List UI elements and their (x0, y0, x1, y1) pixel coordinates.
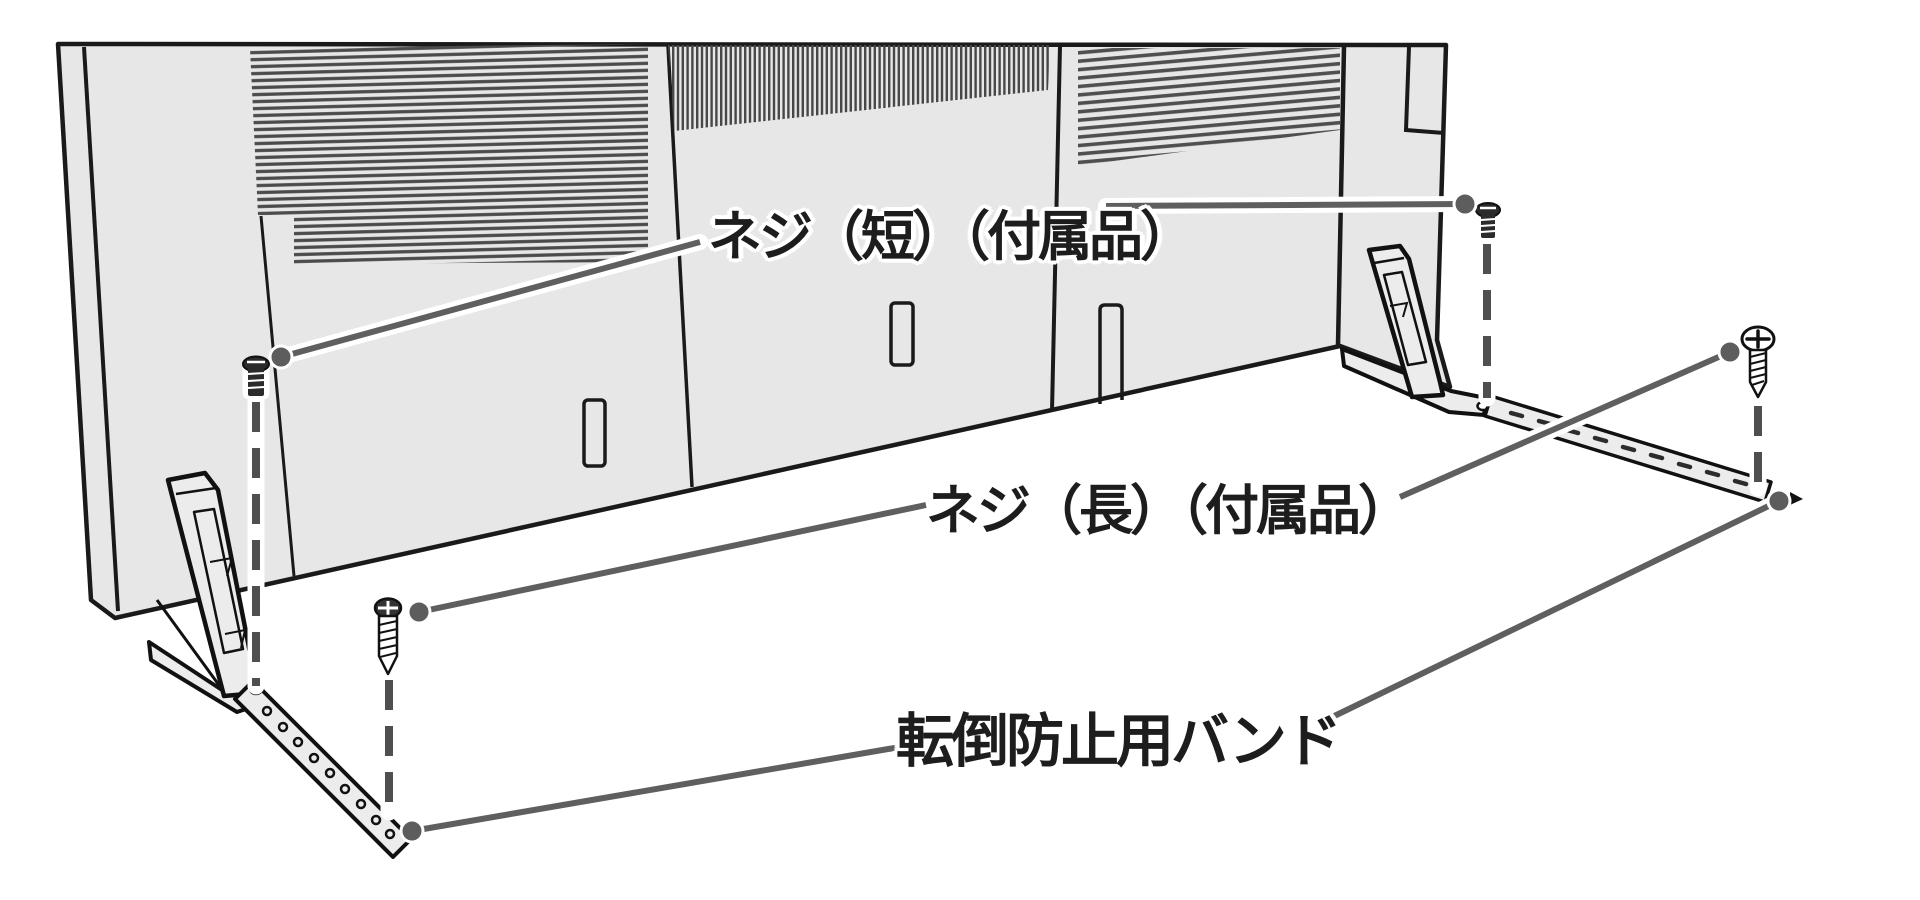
screw-long-left-icon (373, 597, 403, 676)
vent-grille-left (250, 44, 648, 264)
band-right-holes (1508, 410, 1749, 487)
leader-dot (1766, 488, 1792, 514)
leader-dot (1452, 191, 1478, 217)
anti-tip-bracket-right (1340, 243, 1490, 417)
leader-screw-short-to-left (280, 239, 701, 360)
vent-grille-middle (668, 45, 1050, 131)
panel-seam-middle (666, 45, 694, 488)
dashed-guide-lines (247, 235, 1767, 821)
leader-screw-long-to-right (1398, 349, 1732, 500)
leader-dot (406, 599, 432, 625)
band-direction-arrow-icon (1790, 492, 1803, 505)
endcap-notch (1403, 46, 1445, 135)
vent-grille-right (1078, 48, 1340, 166)
leader-screw-long-to-left (418, 502, 927, 615)
screw-short-left-icon (242, 355, 270, 400)
panel-seam-left (259, 215, 296, 577)
label-screw-long: ネジ（長）（付属品） (926, 481, 1412, 541)
screw-long-right-icon (1740, 325, 1776, 399)
leader-band-to-right (1322, 498, 1781, 724)
panel-seam-endcap (1335, 46, 1347, 346)
leader-dot (399, 818, 425, 844)
panel-seam-grille-right (1050, 45, 1062, 412)
leader-lines (268, 191, 1792, 844)
panel-slot-1 (582, 398, 607, 468)
panel-slot-3 (1098, 303, 1124, 404)
panel-slot-2 (889, 301, 915, 367)
leader-screw-short-to-right (1105, 201, 1466, 209)
leader-dot (1717, 339, 1743, 365)
leader-dot (268, 344, 294, 370)
left-bezel-seam (82, 46, 120, 612)
label-screw-short: ネジ（短）（付属品） (708, 207, 1194, 267)
leader-band-to-left (411, 744, 901, 834)
label-anti-tip-band: 転倒防止用バンド (896, 709, 1342, 774)
screw-short-right-icon (1475, 202, 1501, 242)
tv-back-panel (55, 41, 1453, 621)
band-left-holes (261, 705, 396, 840)
